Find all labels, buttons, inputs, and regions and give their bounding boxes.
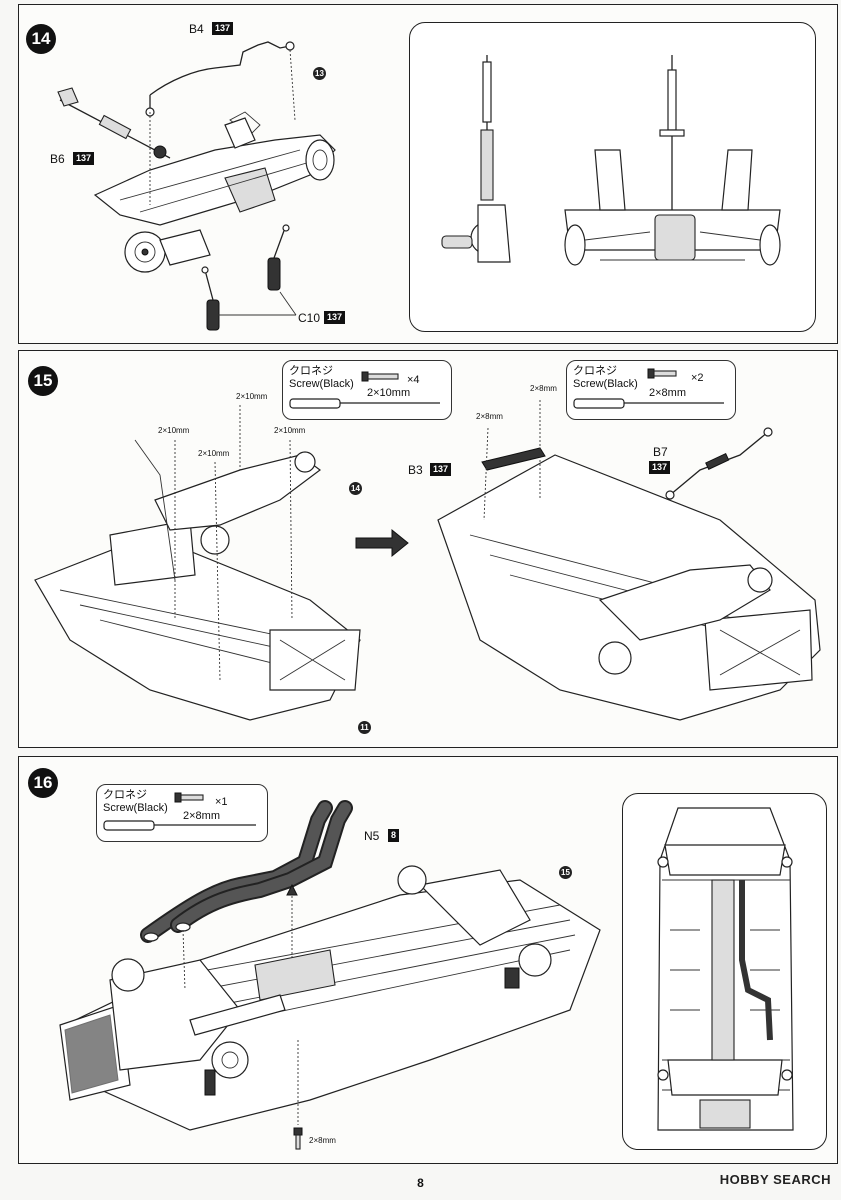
part-b7-tag: 137 [649, 461, 671, 474]
screw-box-left-qty: ×4 [407, 374, 420, 386]
screw-box-step16: クロネジ Screw(Black) ×1 2×8mm [96, 784, 268, 842]
part-b3-label: B3 [408, 463, 423, 477]
part-b4-tag: 137 [212, 22, 234, 35]
page-number: 8 [417, 1176, 424, 1190]
screw-mark-2x10-d: 2×10mm [274, 426, 306, 435]
screw-mark-2x8: 2×8mm [309, 1136, 336, 1145]
screw-box-right-jp: クロネジ [573, 365, 617, 377]
part-c10-tag: 137 [324, 311, 346, 324]
screw-box-left-en: Screw(Black) [289, 378, 354, 390]
part-b6-tag: 137 [73, 152, 95, 165]
screw-box-16-jp: クロネジ [103, 789, 147, 801]
part-b7-label: B7 [653, 445, 668, 459]
screw-box-right-size: 2×8mm [649, 387, 686, 399]
part-ref-13: 13 [313, 67, 326, 80]
screw-box-left: クロネジ Screw(Black) ×4 2×10mm [282, 360, 452, 420]
screw-mark-2x10-a: 2×10mm [236, 392, 268, 401]
step-16-number: 16 [28, 768, 58, 798]
part-b3-tag: 137 [430, 463, 452, 476]
screw-box-16-en: Screw(Black) [103, 802, 168, 814]
screw-box-right-qty: ×2 [691, 372, 704, 384]
screw-box-16-size: 2×8mm [183, 810, 220, 822]
part-n5-tag: 8 [388, 829, 400, 842]
part-ref-11: 11 [358, 721, 371, 734]
part-ref-14: 14 [349, 482, 362, 495]
screw-box-16-qty: ×1 [215, 796, 228, 808]
part-b4-label: B4 [189, 22, 204, 36]
watermark: HOBBY SEARCH [719, 1172, 831, 1187]
screw-mark-2x10-c: 2×10mm [198, 449, 230, 458]
part-b6-label: B6 [50, 152, 65, 166]
step-14-number: 14 [26, 24, 56, 54]
screw-mark-2x8-a: 2×8mm [530, 384, 557, 393]
screw-box-left-size: 2×10mm [367, 387, 411, 399]
part-c10-label: C10 [298, 311, 321, 325]
screw-mark-2x10-b: 2×10mm [158, 426, 190, 435]
screw-box-left-jp: クロネジ [289, 365, 333, 377]
part-n5-label: N5 [364, 829, 380, 843]
part-ref-15: 15 [559, 866, 572, 879]
step-15-number: 15 [28, 366, 58, 396]
screw-box-right-en: Screw(Black) [573, 378, 638, 390]
screw-mark-2x8-b: 2×8mm [476, 412, 503, 421]
